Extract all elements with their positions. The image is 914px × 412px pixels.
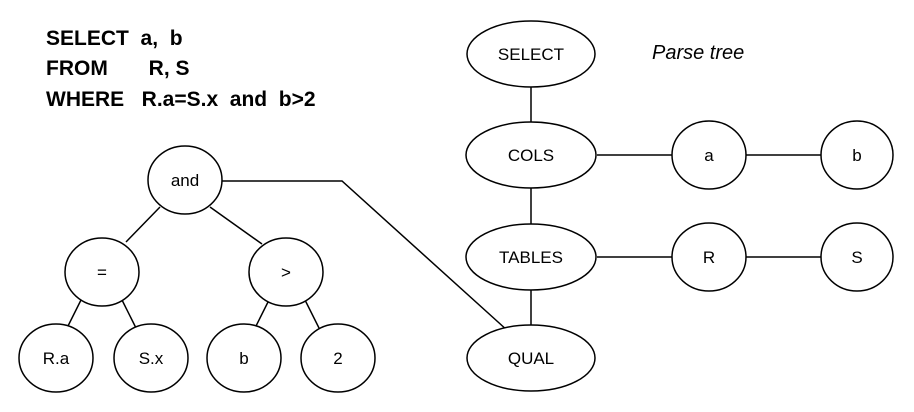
node-ra-label: R.a xyxy=(43,349,70,368)
node-qual-ellipse xyxy=(466,324,596,392)
node-eq: = xyxy=(64,237,140,307)
node-sx: S.x xyxy=(113,323,189,393)
node-table-r-label: R xyxy=(703,248,715,267)
node-cols: COLS xyxy=(465,121,597,189)
node-tables-ellipse xyxy=(465,223,597,291)
node-select-label: SELECT xyxy=(498,45,564,64)
node-qual-label: QUAL xyxy=(508,349,554,368)
node-table-s-ellipse xyxy=(820,222,894,292)
node-gt-ellipse xyxy=(248,237,324,307)
node-b: b xyxy=(206,323,282,393)
node-eq-ellipse xyxy=(64,237,140,307)
node-b-ellipse xyxy=(206,323,282,393)
node-and-label: and xyxy=(171,171,199,190)
node-and-ellipse xyxy=(147,145,223,215)
node-two-label: 2 xyxy=(333,349,342,368)
node-table-r: R xyxy=(671,222,747,292)
sql-from-line: FROM R, S xyxy=(46,57,190,80)
node-cols-label: COLS xyxy=(508,146,554,165)
edge-eq-ra xyxy=(65,299,82,331)
node-col-a-ellipse xyxy=(671,120,747,190)
node-select-ellipse xyxy=(466,20,596,88)
tree-edges xyxy=(65,87,822,332)
node-two: 2 xyxy=(300,323,376,393)
node-sx-ellipse xyxy=(113,323,189,393)
node-and: and xyxy=(147,145,223,215)
node-col-b-label: b xyxy=(852,146,861,165)
node-col-a-label: a xyxy=(704,146,714,165)
node-table-s: S xyxy=(820,222,894,292)
sql-where-line: WHERE R.a=S.x and b>2 xyxy=(46,88,316,111)
node-eq-label: = xyxy=(97,263,107,282)
edge-and-qual xyxy=(222,180,509,332)
node-table-r-ellipse xyxy=(671,222,747,292)
node-b-label: b xyxy=(239,349,248,368)
node-col-b: b xyxy=(820,120,894,190)
node-table-s-label: S xyxy=(851,248,862,267)
node-sx-label: S.x xyxy=(139,349,164,368)
node-ra: R.a xyxy=(18,323,94,393)
node-ra-ellipse xyxy=(18,323,94,393)
node-col-a: a xyxy=(671,120,747,190)
edge-and-gt xyxy=(209,206,263,245)
node-tables: TABLES xyxy=(465,223,597,291)
node-tables-label: TABLES xyxy=(499,248,563,267)
edge-and-eq xyxy=(125,206,161,243)
edge-gt-2 xyxy=(304,299,321,331)
node-select: SELECT xyxy=(466,20,596,88)
sql-select-line: SELECT a, b xyxy=(46,27,183,50)
edge-eq-sx xyxy=(121,299,138,331)
edge-gt-b xyxy=(253,299,270,331)
node-cols-ellipse xyxy=(465,121,597,189)
node-gt-label: > xyxy=(281,263,291,282)
node-qual: QUAL xyxy=(466,324,596,392)
node-col-b-ellipse xyxy=(820,120,894,190)
node-gt: > xyxy=(248,237,324,307)
diagram-title: Parse tree xyxy=(652,42,745,64)
node-two-ellipse xyxy=(300,323,376,393)
